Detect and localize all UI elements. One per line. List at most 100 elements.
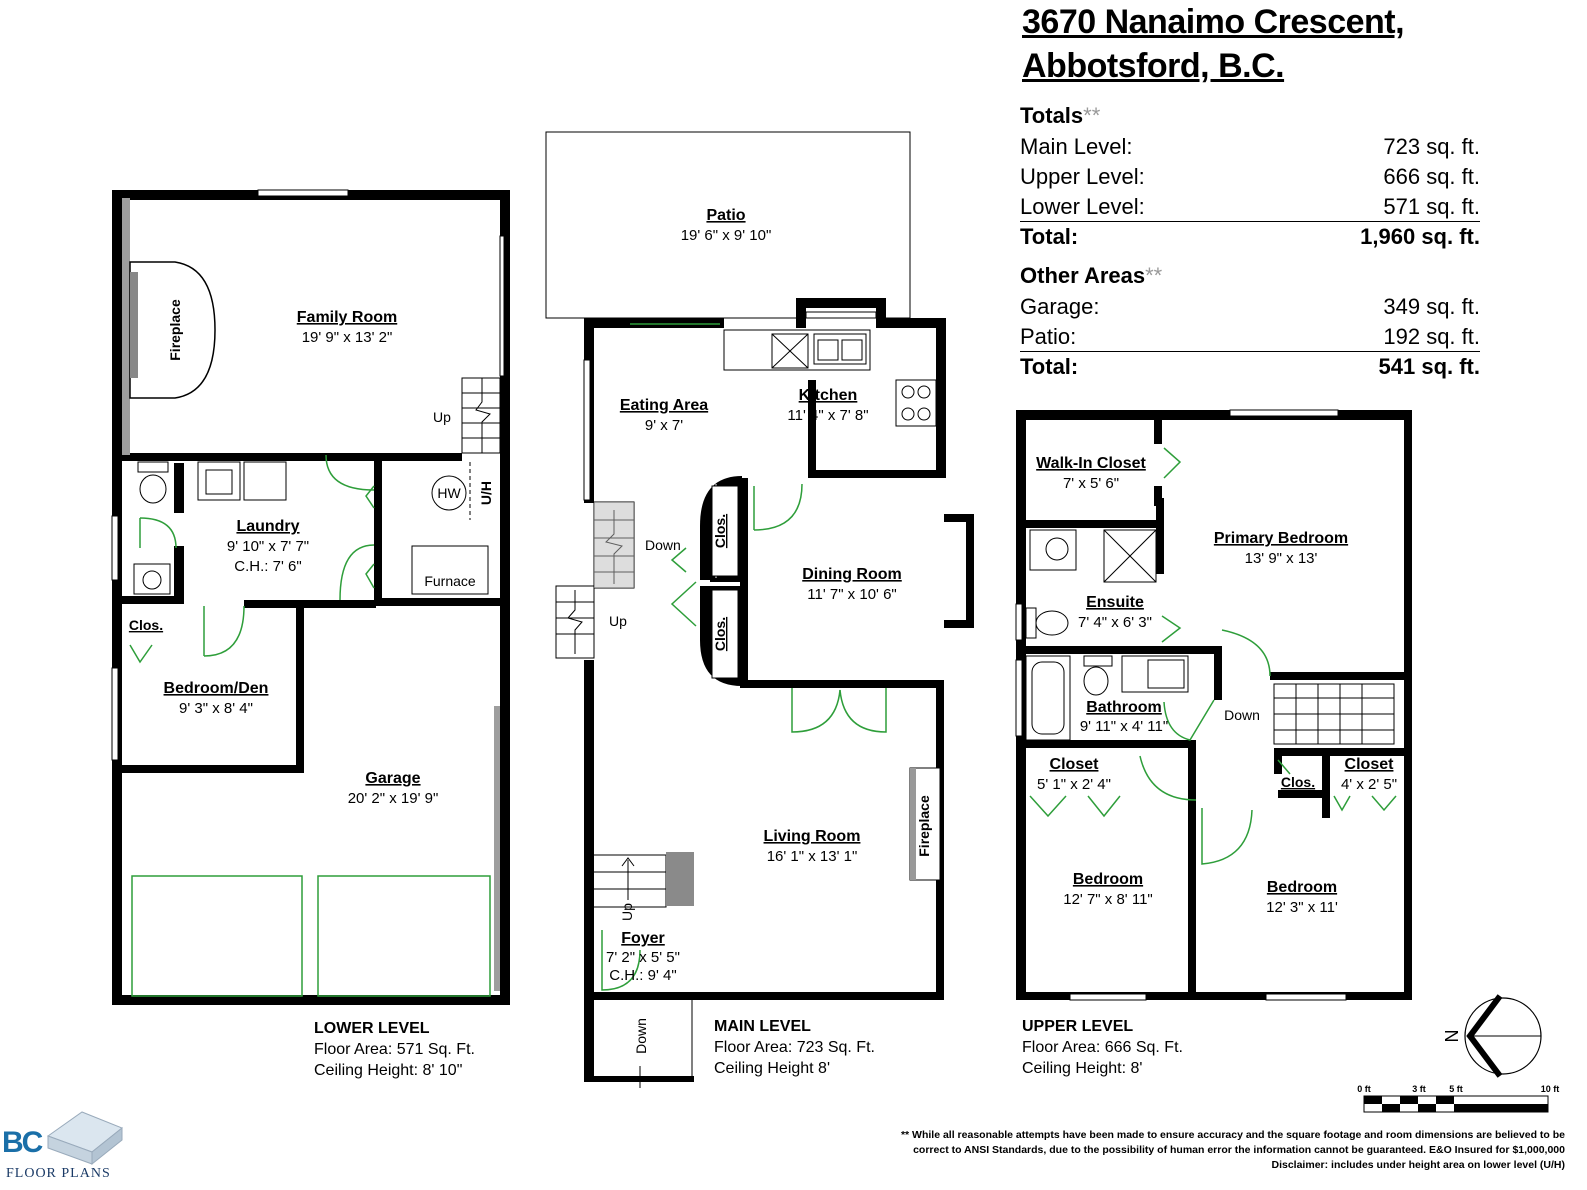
closet2-dim: 4' x 2' 5"	[1341, 776, 1397, 793]
lower-west-wall-accent	[122, 198, 130, 455]
lower-clos-label: Clos.	[129, 617, 163, 633]
main-fireplace-label: Fireplace	[916, 795, 932, 857]
family-room-dim: 19' 9" x 13' 2"	[302, 329, 393, 346]
kitchen-dim: 11' 4" x 7' 8"	[787, 407, 868, 424]
totals-table: Totals** Main Level:723 sq. ft. Upper Le…	[1020, 100, 1480, 252]
scale-label: 3 ft	[1412, 1084, 1426, 1094]
patio-name: Patio	[706, 207, 745, 224]
main-doors	[601, 323, 887, 991]
kitchen-counters	[723, 329, 937, 427]
main-level-legend: MAIN LEVEL Floor Area: 723 Sq. Ft. Ceili…	[714, 1016, 875, 1079]
upper-level-legend: UPPER LEVEL Floor Area: 666 Sq. Ft. Ceil…	[1022, 1016, 1183, 1079]
scale-label: 5 ft	[1449, 1084, 1463, 1094]
main-level-plan: Patio 19' 6" x 9' 10" Eating Area 9' x 7…	[545, 131, 974, 1088]
hw-label: HW	[437, 485, 461, 501]
main-down-label: Down	[645, 537, 681, 553]
bedroom1-name: Bedroom	[1073, 871, 1143, 888]
totals-value: 666 sq. ft.	[1383, 164, 1480, 189]
totals-value: 723 sq. ft.	[1383, 134, 1480, 159]
foyer-ch: C.H.: 9' 4"	[609, 967, 676, 984]
eating-area-dim: 9' x 7'	[645, 417, 683, 434]
bedroom-den-name: Bedroom/Den	[164, 680, 269, 697]
foyer-name: Foyer	[621, 930, 665, 947]
lower-level-ceiling: Ceiling Height: 8' 10"	[314, 1062, 463, 1079]
main-clos-label-2: Clos.	[712, 617, 728, 651]
garage-dim: 20' 2" x 19' 9"	[348, 790, 439, 807]
lower-doors	[129, 454, 491, 997]
lower-fireplace-shape	[129, 261, 216, 399]
other-areas-table: Other Areas** Garage:349 sq. ft. Patio:1…	[1020, 260, 1480, 382]
patio-dim: 19' 6" x 9' 10"	[681, 227, 772, 244]
address-line-1: 3670 Nanaimo Crescent,	[1022, 3, 1405, 41]
main-level-ceiling: Ceiling Height 8'	[714, 1060, 831, 1077]
disclaimer-line-1: ** While all reasonable attempts have be…	[900, 1129, 1565, 1141]
scale-label: 10 ft	[1541, 1084, 1560, 1094]
upper-level-title: UPPER LEVEL	[1022, 1018, 1134, 1035]
family-room-name: Family Room	[297, 309, 397, 326]
other-areas-value: 349 sq. ft.	[1383, 294, 1480, 319]
furnace-label: Furnace	[424, 573, 476, 589]
lower-level-area: Floor Area: 571 Sq. Ft.	[314, 1041, 475, 1058]
bedroom2-dim: 12' 3" x 11'	[1266, 899, 1338, 916]
foyer-down-label: Down	[633, 1018, 649, 1054]
disclaimer: ** While all reasonable attempts have be…	[901, 1128, 1565, 1173]
totals-title: Totals	[1020, 103, 1084, 128]
totals-total-label: Total:	[1020, 224, 1079, 249]
disclaimer-line-2: correct to ANSI Standards, due to the po…	[913, 1144, 1565, 1156]
other-areas-label: Patio:	[1020, 324, 1077, 349]
compass-label: N	[1442, 1030, 1462, 1043]
lower-stairs-up	[461, 377, 501, 454]
kitchen-name: Kitchen	[799, 387, 858, 404]
totals-label: Lower Level:	[1020, 194, 1145, 219]
bedroom2-name: Bedroom	[1267, 879, 1337, 896]
primary-bedroom-name: Primary Bedroom	[1214, 530, 1348, 547]
other-areas-total-value: 541 sq. ft.	[1378, 354, 1480, 379]
closet2-name: Closet	[1345, 756, 1395, 773]
totals-label: Main Level:	[1020, 134, 1133, 159]
laundry-dim: 9' 10" x 7' 7"	[227, 538, 309, 555]
ensuite-dim: 7' 4" x 6' 3"	[1078, 614, 1152, 631]
upper-level-plan: Walk-In Closet 7' x 5' 6" Primary Bedroo…	[1015, 409, 1412, 1001]
bathroom-dim: 9' 11" x 4' 11"	[1080, 718, 1168, 735]
closet1-dim: 5' 1" x 2' 4"	[1037, 776, 1111, 793]
closet1-name: Closet	[1050, 756, 1100, 773]
living-room-name: Living Room	[764, 828, 861, 845]
main-level-area: Floor Area: 723 Sq. Ft.	[714, 1039, 875, 1056]
main-clos-label-1: Clos.	[712, 514, 728, 548]
bc-floor-plans-logo: BC FLOOR PLANS	[2, 1108, 142, 1188]
logo-house-icon	[46, 1111, 123, 1166]
uh-label: U/H	[478, 481, 494, 505]
compass-icon: N	[1442, 994, 1542, 1078]
foyer-up-label: Up	[619, 903, 635, 921]
upper-level-area: Floor Area: 666 Sq. Ft.	[1022, 1039, 1183, 1056]
laundry-fixtures	[133, 461, 489, 595]
upper-fixtures	[1025, 529, 1395, 745]
address-line-2: Abbotsford, B.C.	[1022, 47, 1285, 85]
bedroom-den-dim: 9' 3" x 8' 4"	[179, 700, 253, 717]
walk-in-closet-name: Walk-In Closet	[1036, 455, 1146, 472]
other-areas-label: Garage:	[1020, 294, 1100, 319]
other-areas-total-label: Total:	[1020, 354, 1079, 379]
totals-value: 571 sq. ft.	[1383, 194, 1480, 219]
lower-level-legend: LOWER LEVEL Floor Area: 571 Sq. Ft. Ceil…	[314, 1018, 475, 1081]
other-areas-title: Other Areas	[1020, 263, 1146, 288]
upper-doors	[1029, 447, 1397, 865]
main-level-title: MAIN LEVEL	[714, 1018, 811, 1035]
garage-name: Garage	[365, 770, 420, 787]
dining-room-name: Dining Room	[802, 566, 902, 583]
logo-text: FLOOR PLANS	[6, 1166, 111, 1181]
lower-level-title: LOWER LEVEL	[314, 1020, 430, 1037]
walk-in-closet-dim: 7' x 5' 6"	[1063, 475, 1119, 492]
lower-up-label: Up	[433, 409, 451, 425]
bedroom1-dim: 12' 7" x 8' 11"	[1063, 891, 1153, 908]
laundry-name: Laundry	[236, 518, 299, 535]
totals-total-value: 1,960 sq. ft.	[1360, 224, 1480, 249]
scale-bar: 0 ft 3 ft 5 ft 10 ft	[1357, 1084, 1560, 1113]
primary-bedroom-dim: 13' 9" x 13'	[1245, 550, 1318, 567]
main-up-label: Up	[609, 613, 627, 629]
ensuite-name: Ensuite	[1086, 594, 1144, 611]
main-stairs	[555, 501, 693, 1088]
living-room-dim: 16' 1" x 13' 1"	[767, 848, 858, 865]
other-areas-asterisks: **	[1145, 263, 1163, 288]
